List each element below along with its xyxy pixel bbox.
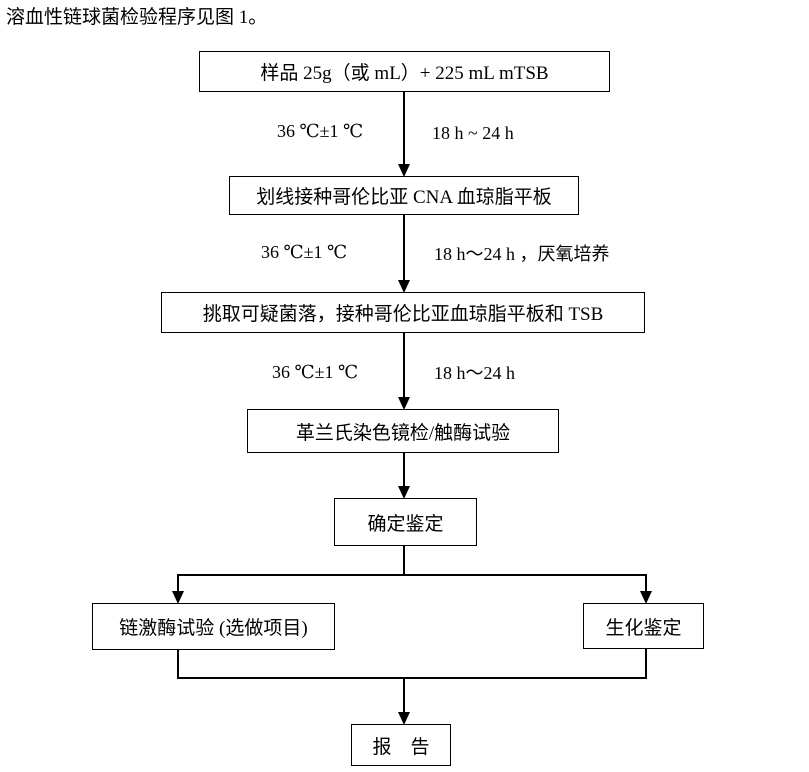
arrow-down-icon xyxy=(640,591,652,604)
edge-label-temperature-2: 36 ℃±1 ℃ xyxy=(261,242,348,262)
node-pick-colonies: 挑取可疑菌落，接种哥伦比亚血琼脂平板和 TSB xyxy=(161,292,645,333)
connector-merge-horizontal xyxy=(177,677,647,679)
node-biochemical-identification: 生化鉴定 xyxy=(583,603,704,649)
edge-label-duration-1: 18 h ~ 24 h xyxy=(432,123,514,143)
arrow-down-icon xyxy=(172,591,184,604)
node-streak-cna-plate: 划线接种哥伦比亚 CNA 血琼脂平板 xyxy=(229,176,579,215)
connector-biochem-merge xyxy=(645,648,647,678)
connector-strep-merge xyxy=(177,649,179,678)
node-streptokinase-test: 链激酶试验 (选做项目) xyxy=(92,603,335,650)
connector-pick-gram xyxy=(403,332,405,398)
connector-split-right xyxy=(645,574,647,592)
arrow-down-icon xyxy=(398,164,410,177)
node-confirm-identification: 确定鉴定 xyxy=(334,498,477,546)
connector-gram-confirm xyxy=(403,452,405,487)
arrow-down-icon xyxy=(398,712,410,725)
connector-split-horizontal xyxy=(177,574,647,576)
connector-split-left xyxy=(177,574,179,592)
connector-merge-report xyxy=(403,677,405,713)
figure-caption: 溶血性链球菌检验程序见图 1。 xyxy=(6,7,268,28)
node-report: 报 告 xyxy=(351,724,451,766)
connector-sample-streak xyxy=(403,91,405,165)
connector-confirm-split xyxy=(403,545,405,575)
arrow-down-icon xyxy=(398,486,410,499)
connector-streak-pick xyxy=(403,214,405,281)
edge-label-temperature-1: 36 ℃±1 ℃ xyxy=(277,121,364,141)
node-gram-stain-catalase: 革兰氏染色镜检/触酶试验 xyxy=(247,409,559,453)
edge-label-duration-3: 18 h～24 h xyxy=(434,363,515,383)
node-sample-enrichment: 样品 25g（或 mL）+ 225 mL mTSB xyxy=(199,51,610,92)
arrow-down-icon xyxy=(398,397,410,410)
edge-label-duration-2: 18 h～24 h ，厌氧培养 xyxy=(434,244,610,264)
arrow-down-icon xyxy=(398,280,410,293)
edge-label-temperature-3: 36 ℃±1 ℃ xyxy=(272,362,359,382)
